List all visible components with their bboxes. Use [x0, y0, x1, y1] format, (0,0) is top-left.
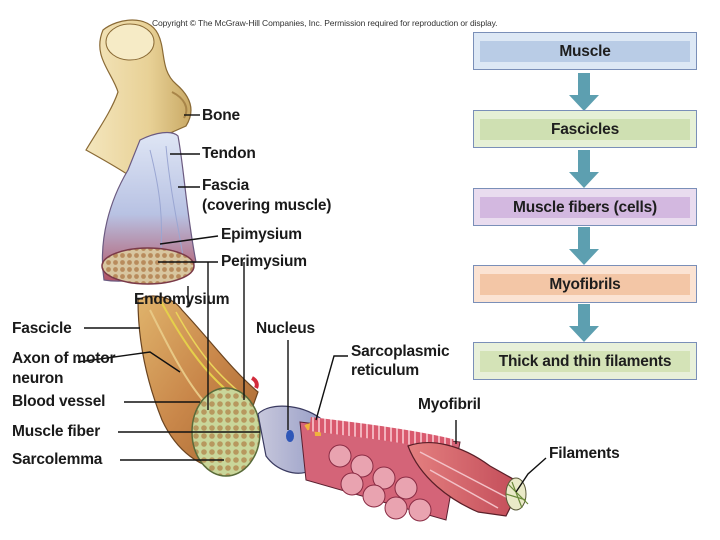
label-sarcoplasmic: Sarcoplasmic — [351, 343, 450, 360]
hierarchy-band — [480, 274, 690, 295]
leader-lines — [77, 114, 547, 493]
label-nucleus: Nucleus — [256, 320, 315, 337]
hierarchy-box-fascicles: Fascicles — [473, 110, 697, 148]
label-filaments: Filaments — [549, 445, 620, 462]
down-arrow-icon — [569, 227, 599, 265]
label-fascia: Fascia — [202, 177, 250, 194]
down-arrow-icon — [569, 304, 599, 342]
label-fascia-sub: (covering muscle) — [202, 197, 332, 214]
hierarchy-label: Fascicles — [550, 121, 619, 138]
hierarchy-band — [480, 351, 690, 372]
label-epimysium: Epimysium — [221, 226, 302, 243]
myofibril-bundle — [328, 444, 432, 522]
hierarchy-band — [480, 119, 690, 140]
label-perimysium: Perimysium — [221, 253, 307, 270]
label-muscle-fiber: Muscle fiber — [12, 423, 101, 440]
hierarchy-label: Muscle — [559, 43, 611, 60]
label-axon: Axon of motor — [12, 350, 116, 367]
tendon-and-muscle-shape — [101, 131, 197, 285]
hierarchy-band — [480, 197, 690, 218]
hierarchy-box-muscle-fibers: Muscle fibers (cells) — [473, 188, 697, 226]
hierarchy-label: Thick and thin filaments — [498, 353, 672, 370]
label-blood-vessel: Blood vessel — [12, 393, 106, 410]
bone-shape — [85, 19, 192, 177]
label-fascicle: Fascicle — [12, 320, 72, 337]
label-sarcolemma: Sarcolemma — [12, 451, 103, 468]
hierarchy-label: Myofibrils — [549, 276, 621, 293]
label-axon-sub: neuron — [12, 370, 64, 387]
down-arrow-icon — [569, 150, 599, 188]
label-reticulum: reticulum — [351, 362, 419, 379]
myofibril-shape — [407, 442, 529, 517]
copyright-notice: Copyright © The McGraw-Hill Companies, I… — [152, 18, 498, 28]
hierarchy-box-myofibrils: Myofibrils — [473, 265, 697, 303]
hierarchy-box-muscle: Muscle — [473, 32, 697, 70]
hierarchy-label: Muscle fibers (cells) — [513, 199, 657, 216]
down-arrow-icon — [569, 73, 599, 111]
label-myofibril: Myofibril — [418, 396, 481, 413]
label-endomysium: Endomysium — [134, 291, 230, 308]
hierarchy-box-filaments: Thick and thin filaments — [473, 342, 697, 380]
label-tendon: Tendon — [202, 145, 256, 162]
label-bone: Bone — [202, 107, 240, 124]
hierarchy-band — [480, 41, 690, 62]
fascicle-shape — [137, 295, 261, 477]
